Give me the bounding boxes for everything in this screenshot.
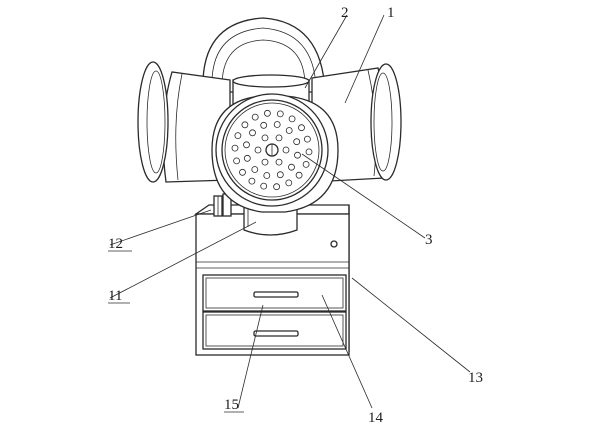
lower-drawer-handle <box>253 330 299 337</box>
leader-lines <box>108 14 471 413</box>
spray-hole <box>248 177 256 185</box>
label-12: 12 <box>108 236 123 252</box>
spray-hole <box>288 163 295 171</box>
label-13: 13 <box>468 370 483 386</box>
spray-hole <box>251 113 259 121</box>
upper-drawer <box>202 274 347 312</box>
spray-hole <box>241 121 249 129</box>
spray-hole <box>285 127 293 134</box>
spray-hole <box>275 134 283 142</box>
spray-hole <box>302 160 310 168</box>
spray-hole <box>234 132 242 140</box>
spray-hole <box>294 151 301 159</box>
label-3: 3 <box>425 232 433 248</box>
spray-hole <box>249 129 256 137</box>
reference-numerals: 2 1 3 12 11 13 14 15 <box>108 5 483 426</box>
lower-drawer <box>202 311 347 350</box>
spray-hole <box>298 124 305 132</box>
rear-drum <box>202 17 326 93</box>
label-15: 15 <box>224 397 239 413</box>
spray-hole <box>273 183 281 191</box>
side-bracket <box>213 193 232 217</box>
spray-hole <box>243 154 251 162</box>
upper-drawer-handle <box>253 291 299 298</box>
spray-hole <box>288 115 296 123</box>
spray-hole <box>285 179 293 187</box>
spray-hole <box>254 146 262 154</box>
spray-hole <box>251 166 259 173</box>
spray-hole <box>260 121 268 129</box>
indicator-light <box>330 240 338 248</box>
spray-head <box>211 93 339 213</box>
spray-hole <box>276 171 284 179</box>
spray-hole <box>243 141 250 149</box>
label-11: 11 <box>108 288 122 304</box>
spray-hole <box>273 121 281 128</box>
spray-hole <box>282 146 290 154</box>
spray-hole <box>261 134 269 142</box>
label-1: 1 <box>387 5 395 21</box>
spray-hole <box>276 110 284 118</box>
spray-hole <box>263 109 271 117</box>
spray-hole <box>275 158 283 166</box>
spray-hole <box>239 168 246 176</box>
spray-hole <box>233 157 241 165</box>
spray-hole <box>260 182 268 190</box>
spray-hole <box>261 158 269 166</box>
spray-hole <box>305 148 313 156</box>
spray-holes <box>231 109 313 191</box>
left-nozzle <box>137 61 231 183</box>
spray-hole <box>263 172 271 179</box>
spray-hole <box>303 135 311 143</box>
spray-hole <box>231 144 239 152</box>
spray-hole <box>293 138 301 146</box>
spray-hole <box>295 171 303 179</box>
label-14: 14 <box>368 410 384 426</box>
label-2: 2 <box>341 5 349 21</box>
